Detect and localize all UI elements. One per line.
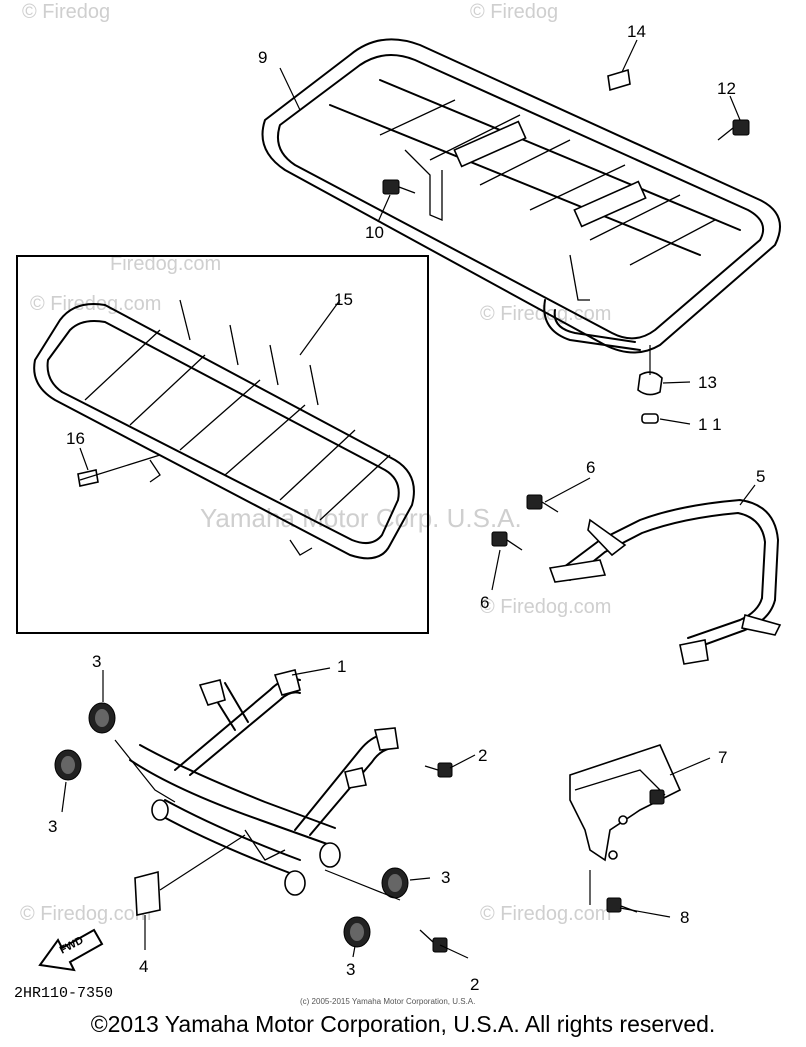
callout-11: 1 1	[698, 415, 722, 434]
leader-lines	[61, 39, 756, 959]
callout-8: 8	[680, 908, 689, 927]
rear-carrier	[261, 38, 781, 354]
callout-6-upper: 6	[586, 458, 595, 477]
bolt-2-lower	[419, 929, 448, 953]
bolt-12	[717, 119, 750, 141]
bracket-7	[569, 744, 682, 862]
callout-3-bottom: 3	[346, 960, 355, 979]
callout-6-lower: 6	[480, 593, 489, 612]
watermark-box-top: Firedog.com	[110, 253, 221, 275]
grommet-3-b	[54, 749, 82, 781]
bolt-6-upper	[526, 494, 559, 513]
callout-7: 7	[718, 748, 727, 767]
bolt-8	[606, 897, 638, 913]
bumper-1	[129, 669, 399, 896]
grommet-3-a	[88, 702, 116, 734]
small-copyright: (c) 2005-2015 Yamaha Motor Corporation, …	[300, 997, 475, 1006]
callout-1: 1	[337, 657, 346, 676]
bolt-6-lower	[491, 531, 523, 551]
callout-15: 15	[334, 290, 353, 309]
bolt-2-upper	[424, 762, 453, 778]
guard-5	[548, 499, 782, 665]
watermark-right-lower: © Firedog.com	[480, 596, 611, 618]
callout-13: 13	[698, 373, 717, 392]
callout-12: 12	[717, 79, 736, 98]
diagram-code: 2HR110-7350	[14, 985, 113, 1002]
watermark-top-right: © Firedog	[470, 1, 558, 23]
callout-2-upper: 2	[478, 746, 487, 765]
callout-3-left: 3	[48, 817, 57, 836]
label-4	[134, 870, 161, 916]
cap-13	[637, 371, 663, 396]
pin-11	[641, 413, 659, 424]
grommet-3-d	[343, 916, 371, 948]
callout-3-right: 3	[441, 868, 450, 887]
grommet-3-c	[381, 867, 409, 899]
callout-16: 16	[66, 429, 85, 448]
callout-4: 4	[139, 957, 148, 976]
watermark-yamaha-center: Yamaha Motor Corp. U.S.A.	[200, 503, 522, 533]
inset-box	[16, 255, 429, 634]
callout-9: 9	[258, 48, 267, 67]
callout-3-top: 3	[92, 652, 101, 671]
inset-carrier-15	[33, 299, 415, 560]
watermark-bottom-right: © Firedog.com	[480, 903, 611, 925]
watermark-bottom-left: © Firedog.com	[20, 903, 151, 925]
callout-2-lower: 2	[470, 975, 479, 994]
callout-10: 10	[365, 223, 384, 242]
label-14	[607, 68, 631, 92]
watermark-top-left: © Firedog	[22, 1, 110, 23]
fwd-arrow: FWD	[38, 928, 104, 972]
footer-copyright: ©2013 Yamaha Motor Corporation, U.S.A. A…	[90, 1011, 716, 1037]
callout-5: 5	[756, 467, 765, 486]
bolt-10	[382, 179, 416, 195]
callout-14: 14	[627, 22, 646, 41]
callouts: 9 14 12 10 15 13 1 1 16 6 5 6 3 1 7 2 3 …	[48, 22, 765, 994]
